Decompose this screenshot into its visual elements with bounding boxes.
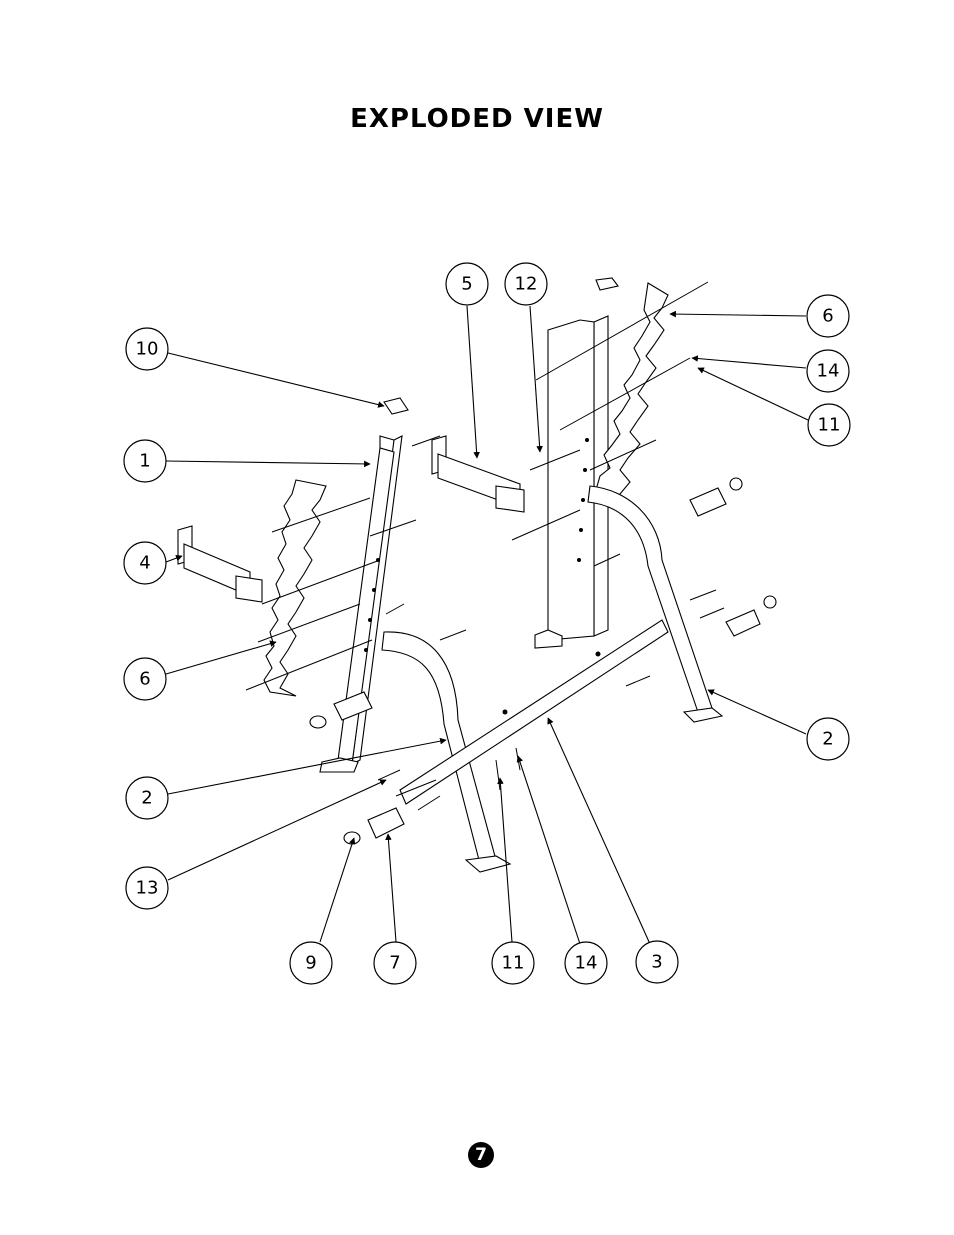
callout-2-right: 2	[807, 718, 849, 760]
svg-text:7: 7	[389, 953, 400, 974]
callout-14-top: 14	[807, 350, 849, 392]
page-number-badge: 7	[468, 1142, 494, 1168]
svg-text:14: 14	[817, 361, 840, 382]
svg-text:3: 3	[651, 952, 662, 973]
left-bent-leg	[382, 632, 510, 872]
front-cross-tube	[400, 620, 668, 804]
svg-text:13: 13	[136, 878, 159, 899]
callout-2-left: 2	[126, 777, 168, 819]
left-spotter-arm	[178, 526, 262, 602]
svg-text:1: 1	[139, 451, 150, 472]
callout-4: 4	[124, 542, 166, 584]
callout-13: 13	[126, 867, 168, 909]
callout-10: 10	[126, 328, 168, 370]
callout-3: 3	[636, 941, 678, 983]
svg-text:6: 6	[139, 669, 150, 690]
svg-text:12: 12	[515, 274, 538, 295]
svg-text:9: 9	[305, 953, 316, 974]
callout-14-bottom: 14	[565, 942, 607, 984]
callout-7: 7	[374, 942, 416, 984]
svg-text:10: 10	[136, 339, 159, 360]
svg-text:11: 11	[502, 953, 525, 974]
left-upright	[320, 398, 408, 772]
svg-text:2: 2	[822, 729, 833, 750]
callout-1: 1	[124, 440, 166, 482]
svg-text:4: 4	[139, 553, 150, 574]
callout-6-top: 6	[807, 295, 849, 337]
callout-11-top: 11	[808, 404, 850, 446]
callout-6-left: 6	[124, 658, 166, 700]
callout-11-bottom: 11	[492, 942, 534, 984]
callout-12: 12	[505, 263, 547, 305]
svg-text:11: 11	[818, 415, 841, 436]
rear-spotter-arm	[432, 436, 524, 512]
svg-text:14: 14	[575, 953, 598, 974]
svg-text:2: 2	[141, 788, 152, 809]
callout-9: 9	[290, 942, 332, 984]
left-weight-plate	[264, 480, 326, 696]
svg-text:5: 5	[461, 274, 472, 295]
callout-5: 5	[446, 263, 488, 305]
svg-text:6: 6	[822, 306, 833, 327]
